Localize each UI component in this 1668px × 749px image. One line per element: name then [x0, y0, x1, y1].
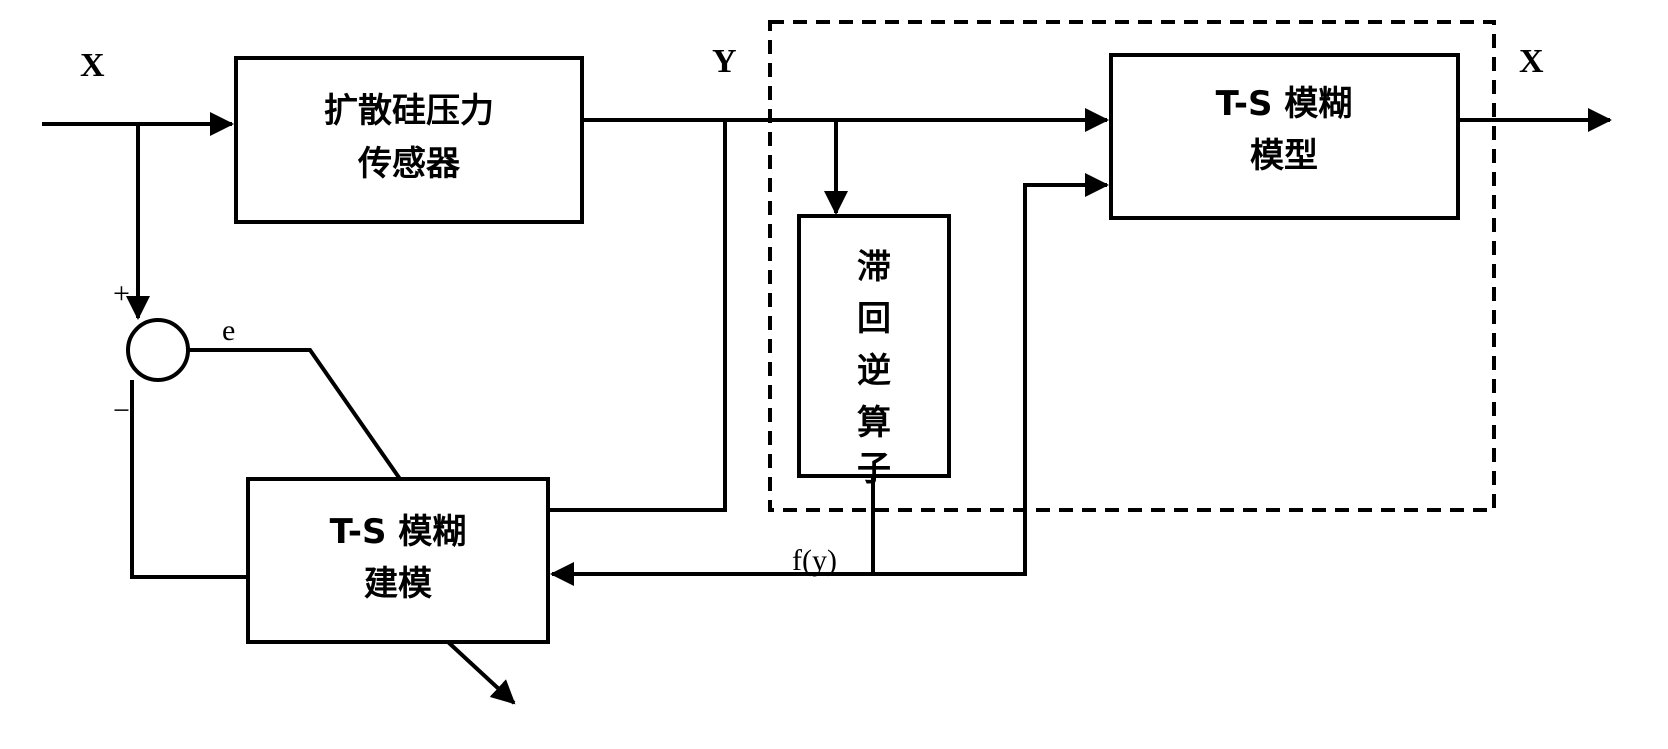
y-label: Y: [712, 43, 737, 80]
ts-fuzzy-modeling-label-line1: T-S 模糊: [330, 512, 467, 552]
ts-fuzzy-model-block[interactable]: T-S 模糊 模型: [1109, 53, 1460, 220]
hysteresis-char-1: 滞: [857, 247, 891, 287]
sensor-label-line1: 扩散硅压力: [324, 91, 494, 131]
input-x-label: X: [80, 47, 105, 84]
dashed-compensation-region: [768, 20, 1496, 512]
plus-sign: +: [113, 277, 130, 310]
output-x-label: X: [1519, 43, 1544, 80]
ts-fuzzy-modeling-block[interactable]: T-S 模糊 建模: [246, 477, 550, 644]
modeling-to-sum-feedback: [130, 380, 248, 579]
sensor-label-line2: 传感器: [357, 144, 461, 184]
y-branch-to-modeling: [548, 120, 727, 512]
hysteresis-inverse-block[interactable]: 滞 回 逆 算 子: [797, 214, 951, 489]
summing-junction[interactable]: [126, 318, 190, 382]
hysteresis-char-2: 回: [857, 299, 891, 339]
hysteresis-char-3: 逆: [857, 351, 891, 391]
error-line: [188, 348, 402, 481]
error-e-label: e: [222, 314, 235, 347]
ts-fuzzy-model-label-line2: 模型: [1250, 136, 1318, 176]
ts-fuzzy-modeling-label-line2: 建模: [364, 564, 432, 604]
modeling-output-arrow: [446, 640, 516, 705]
minus-sign: −: [113, 394, 130, 427]
ts-fuzzy-model-label-line1: T-S 模糊: [1216, 84, 1353, 124]
fy-label: f(y): [792, 544, 837, 577]
hysteresis-char-4: 算: [857, 403, 891, 443]
signal-lines: [42, 108, 1612, 705]
sensor-block[interactable]: 扩散硅压力 传感器: [234, 56, 584, 224]
